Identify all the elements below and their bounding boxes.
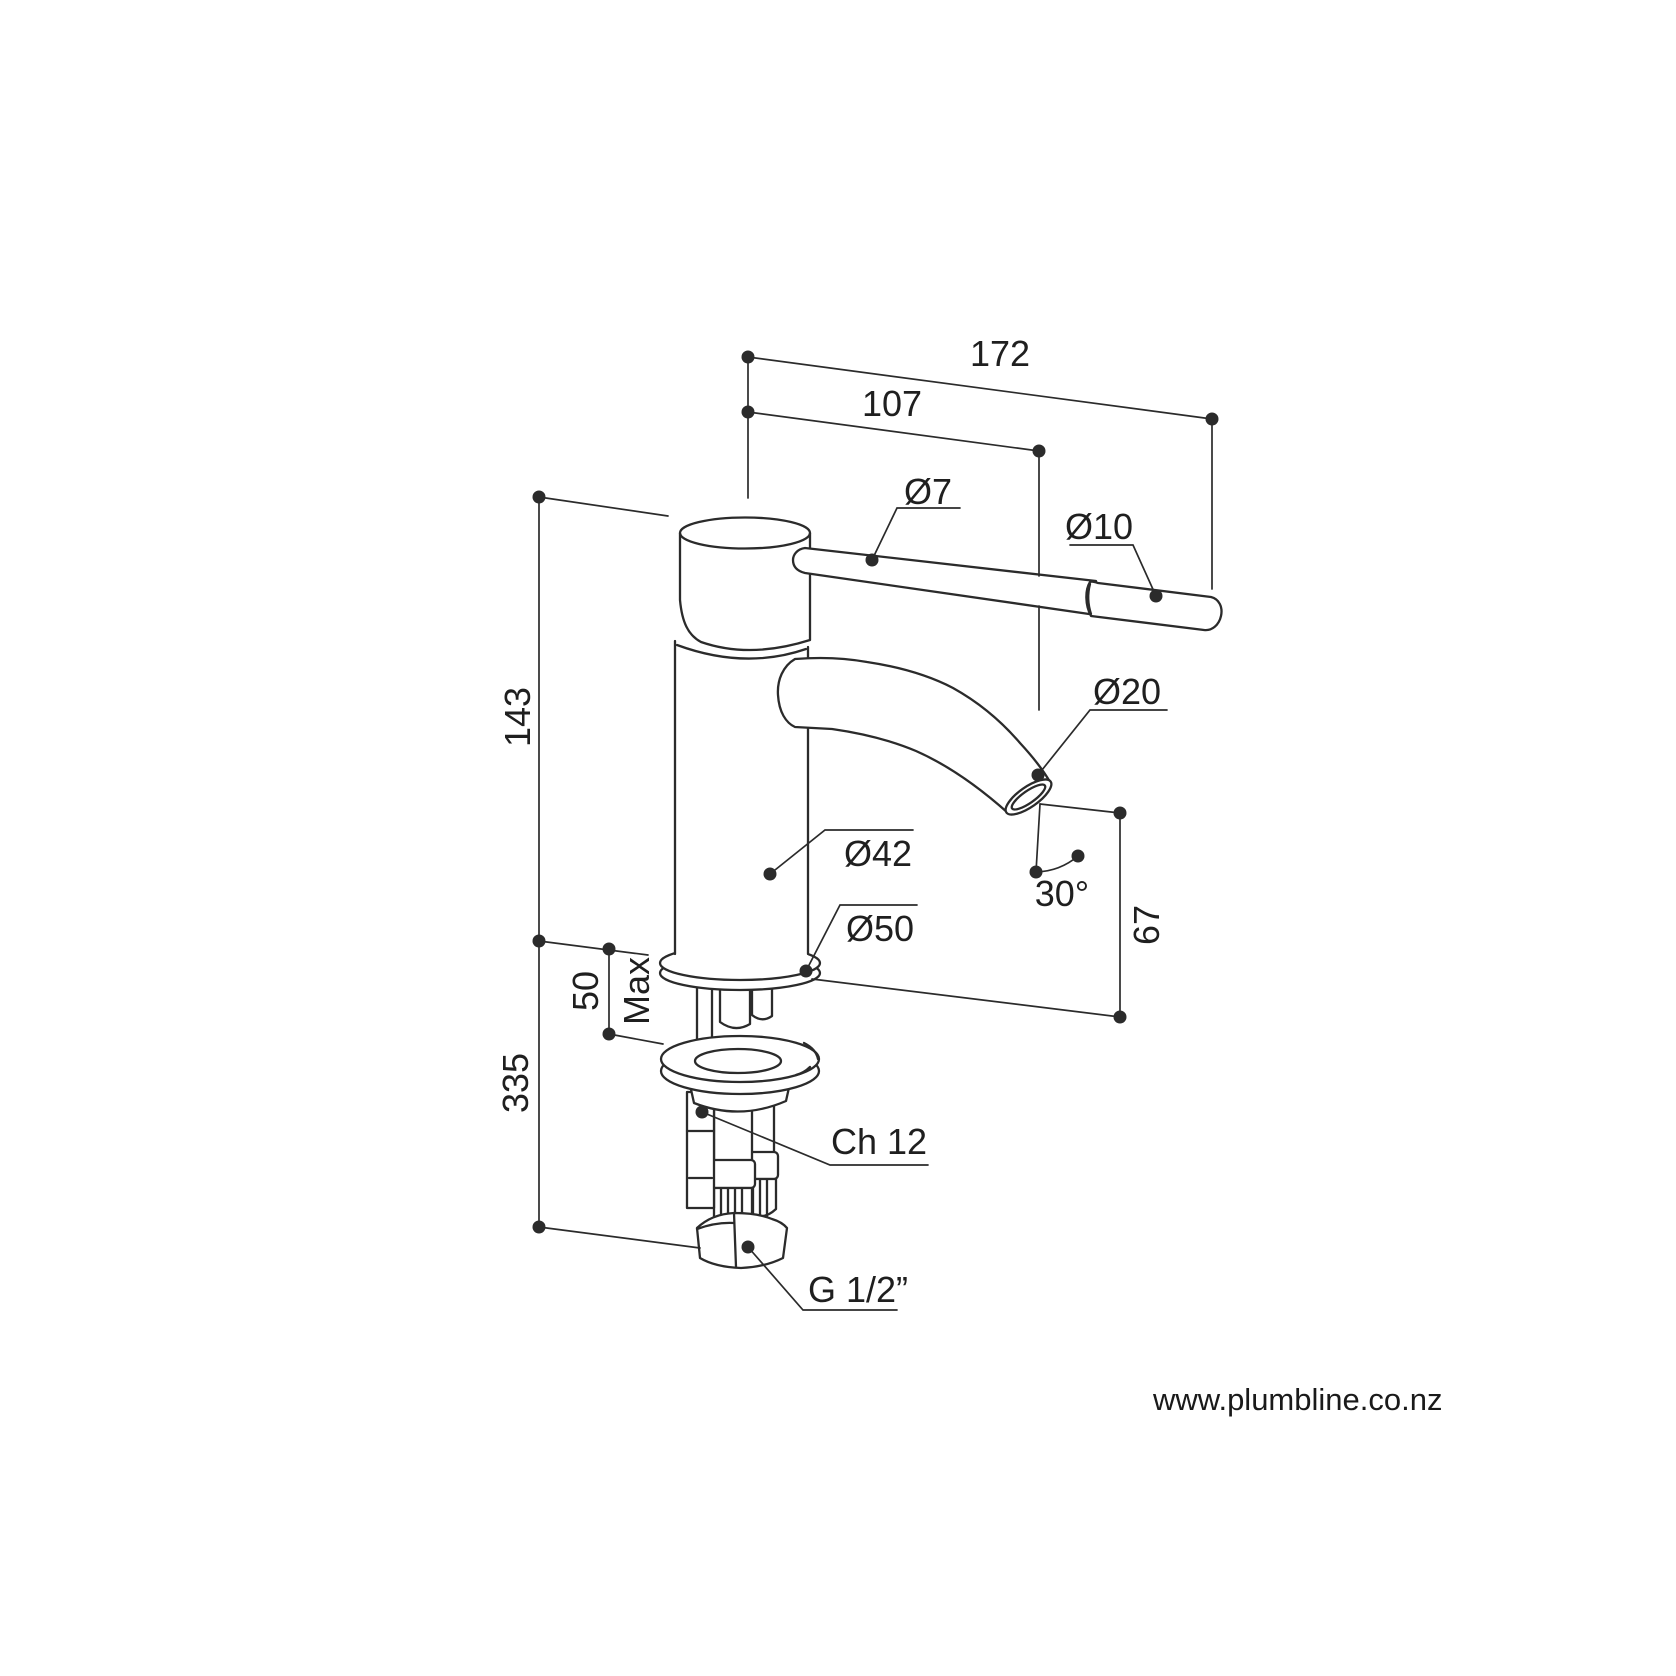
lever-rod (791, 546, 1098, 617)
leader-base (805, 904, 918, 972)
dimension-dots (532, 350, 1219, 1254)
leader-handle-rod (871, 507, 961, 561)
faucet-outline (658, 516, 1223, 1270)
spout (776, 656, 1053, 816)
dimension-labels: 172 107 Ø7 Ø10 Ø20 Ø42 Ø50 30° 67 50 Max… (495, 333, 1442, 1417)
hex-nut (695, 1211, 789, 1270)
under-bench-assembly (659, 984, 821, 1270)
dim-height-below-label: 335 (495, 1053, 536, 1113)
horseshoe-washer (659, 1034, 821, 1096)
leader-spout-outlet (1037, 709, 1168, 776)
dim-outlet-to-deck-label: 67 (1126, 905, 1167, 945)
body-top-seam (675, 643, 808, 660)
leader-spanner (701, 1111, 929, 1166)
lever-grip (1085, 580, 1223, 632)
dim-height-above-label: 143 (497, 687, 538, 747)
dimension-lines (532, 350, 1219, 1311)
leader-body (769, 829, 914, 875)
dim-spout-reach-label: 107 (862, 383, 922, 424)
dim-spout-outlet-dia-label: Ø20 (1093, 671, 1161, 712)
dim-handle-grip-dia-label: Ø10 (1065, 506, 1133, 547)
dim-deck-max-text-label: Max (616, 957, 657, 1025)
valve-shank-right (750, 986, 774, 1021)
dim-total-reach-label: 172 (970, 333, 1030, 374)
lever-handle (791, 546, 1223, 632)
valve-shank-left (718, 984, 752, 1030)
handle-cap (678, 516, 812, 652)
dim-outlet-angle-label: 30° (1035, 873, 1089, 914)
dim-inlet-thread-label: G 1/2” (808, 1269, 908, 1310)
website-url: www.plumbline.co.nz (1152, 1382, 1442, 1417)
leader-handle-grip (1069, 544, 1157, 597)
dim-base-dia-label: Ø50 (846, 908, 914, 949)
dim-handle-rod-dia-label: Ø7 (904, 471, 952, 512)
leader-thread (747, 1246, 898, 1311)
mounting-stud (695, 986, 714, 1048)
dim-deck-max-value-label: 50 (565, 971, 606, 1011)
spout-outlet-face (1004, 778, 1053, 816)
dim-spanner-size-label: Ch 12 (831, 1121, 927, 1162)
dim-body-dia-label: Ø42 (844, 833, 912, 874)
